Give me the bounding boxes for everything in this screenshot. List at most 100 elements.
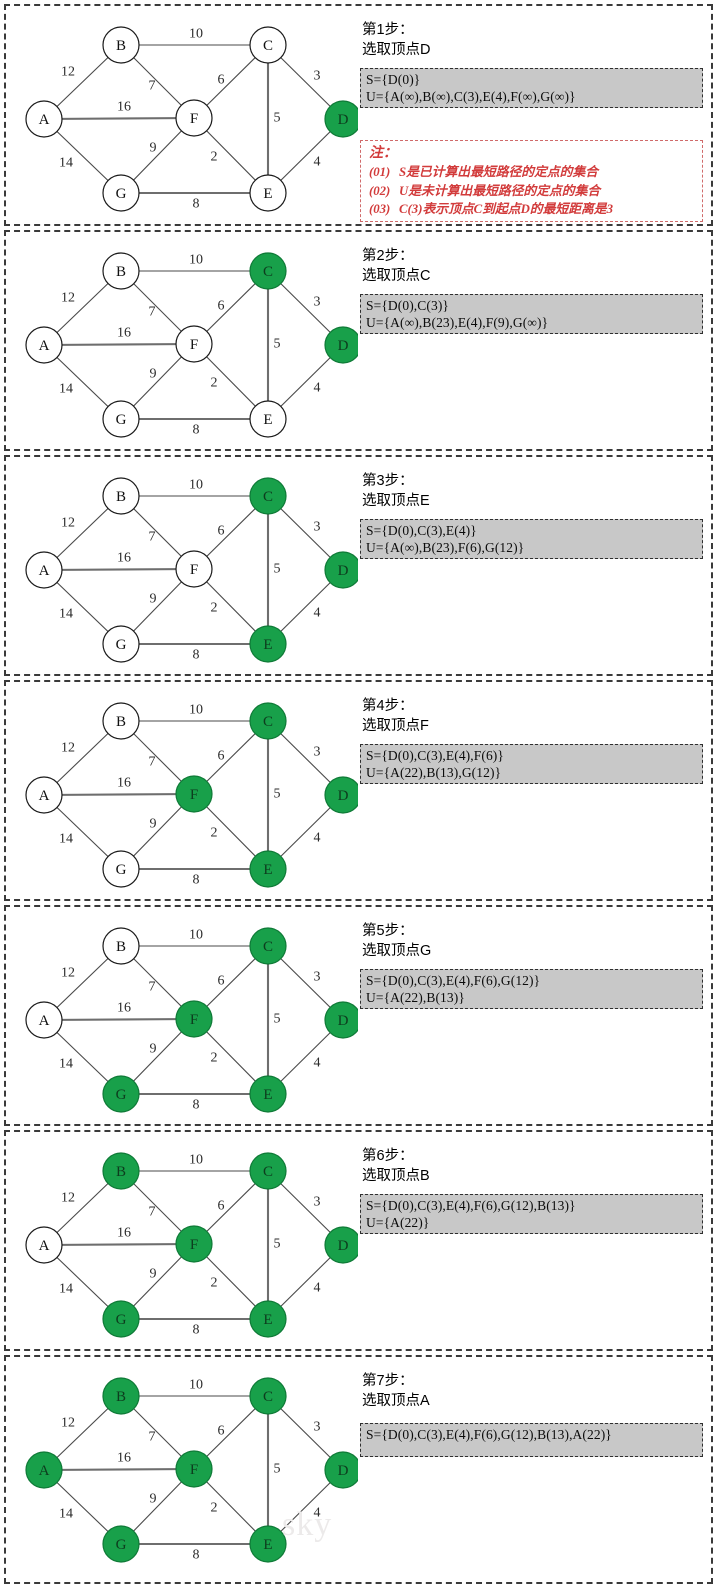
graph-node-c[interactable]: C <box>249 702 287 740</box>
node-circle-g[interactable] <box>102 1525 140 1563</box>
node-circle-e[interactable] <box>249 625 287 663</box>
graph-node-c[interactable]: C <box>249 26 287 64</box>
graph-node-c[interactable]: C <box>249 927 287 965</box>
graph-node-g[interactable]: G <box>102 174 140 212</box>
node-circle-f[interactable] <box>175 1450 213 1488</box>
node-circle-g[interactable] <box>102 1300 140 1338</box>
graph-node-e[interactable]: E <box>249 174 287 212</box>
graph-node-f[interactable]: F <box>175 550 213 588</box>
graph-node-f[interactable]: F <box>175 99 213 137</box>
graph-node-b[interactable]: B <box>102 477 140 515</box>
node-circle-a[interactable] <box>25 1226 63 1264</box>
graph-node-a[interactable]: A <box>25 326 63 364</box>
graph-node-f[interactable]: F <box>175 325 213 363</box>
node-circle-e[interactable] <box>249 850 287 888</box>
graph-node-e[interactable]: E <box>249 1075 287 1113</box>
node-circle-e[interactable] <box>249 1075 287 1113</box>
graph-node-c[interactable]: C <box>249 477 287 515</box>
node-circle-f[interactable] <box>175 775 213 813</box>
node-circle-b[interactable] <box>102 1377 140 1415</box>
node-circle-a[interactable] <box>25 1001 63 1039</box>
graph-node-g[interactable]: G <box>102 1300 140 1338</box>
node-circle-b[interactable] <box>102 26 140 64</box>
node-circle-b[interactable] <box>102 927 140 965</box>
graph-node-b[interactable]: B <box>102 1152 140 1190</box>
node-circle-f[interactable] <box>175 99 213 137</box>
node-circle-e[interactable] <box>249 174 287 212</box>
node-circle-g[interactable] <box>102 850 140 888</box>
node-circle-d[interactable] <box>324 1226 358 1264</box>
node-circle-d[interactable] <box>324 1451 358 1489</box>
graph-node-e[interactable]: E <box>249 1525 287 1563</box>
node-circle-d[interactable] <box>324 100 358 138</box>
graph-node-b[interactable]: B <box>102 252 140 290</box>
graph-node-a[interactable]: A <box>25 776 63 814</box>
node-circle-b[interactable] <box>102 252 140 290</box>
graph-node-f[interactable]: F <box>175 1225 213 1263</box>
node-circle-a[interactable] <box>25 100 63 138</box>
graph-node-g[interactable]: G <box>102 850 140 888</box>
graph-node-b[interactable]: B <box>102 26 140 64</box>
node-circle-a[interactable] <box>25 551 63 589</box>
graph-node-f[interactable]: F <box>175 775 213 813</box>
node-circle-c[interactable] <box>249 927 287 965</box>
node-circle-d[interactable] <box>324 776 358 814</box>
graph-node-a[interactable]: A <box>25 551 63 589</box>
graph-node-g[interactable]: G <box>102 1525 140 1563</box>
graph-node-d[interactable]: D <box>324 1001 358 1039</box>
graph-node-e[interactable]: E <box>249 625 287 663</box>
node-circle-f[interactable] <box>175 1225 213 1263</box>
graph-node-a[interactable]: A <box>25 1451 63 1489</box>
graph-node-b[interactable]: B <box>102 927 140 965</box>
graph-node-d[interactable]: D <box>324 1226 358 1264</box>
node-circle-e[interactable] <box>249 1300 287 1338</box>
node-circle-a[interactable] <box>25 326 63 364</box>
node-circle-e[interactable] <box>249 400 287 438</box>
node-circle-g[interactable] <box>102 1075 140 1113</box>
node-circle-g[interactable] <box>102 625 140 663</box>
graph-node-f[interactable]: F <box>175 1000 213 1038</box>
node-circle-f[interactable] <box>175 325 213 363</box>
graph-node-d[interactable]: D <box>324 551 358 589</box>
graph-node-d[interactable]: D <box>324 326 358 364</box>
graph-node-a[interactable]: A <box>25 1226 63 1264</box>
node-circle-d[interactable] <box>324 326 358 364</box>
node-circle-c[interactable] <box>249 477 287 515</box>
node-circle-c[interactable] <box>249 702 287 740</box>
graph-node-g[interactable]: G <box>102 1075 140 1113</box>
graph-node-b[interactable]: B <box>102 1377 140 1415</box>
node-circle-c[interactable] <box>249 1152 287 1190</box>
node-circle-f[interactable] <box>175 1000 213 1038</box>
graph-node-c[interactable]: C <box>249 1152 287 1190</box>
graph-node-e[interactable]: E <box>249 1300 287 1338</box>
node-circle-g[interactable] <box>102 400 140 438</box>
node-circle-a[interactable] <box>25 1451 63 1489</box>
graph-node-f[interactable]: F <box>175 1450 213 1488</box>
graph-node-e[interactable]: E <box>249 850 287 888</box>
graph-node-b[interactable]: B <box>102 702 140 740</box>
node-circle-c[interactable] <box>249 252 287 290</box>
graph-node-g[interactable]: G <box>102 625 140 663</box>
node-circle-a[interactable] <box>25 776 63 814</box>
graph-node-d[interactable]: D <box>324 100 358 138</box>
node-circle-b[interactable] <box>102 477 140 515</box>
node-circle-d[interactable] <box>324 551 358 589</box>
graph-node-a[interactable]: A <box>25 100 63 138</box>
node-circle-b[interactable] <box>102 1152 140 1190</box>
graph-node-c[interactable]: C <box>249 252 287 290</box>
graph-node-c[interactable]: C <box>249 1377 287 1415</box>
graph-node-e[interactable]: E <box>249 400 287 438</box>
node-circle-f[interactable] <box>175 550 213 588</box>
graph-node-a[interactable]: A <box>25 1001 63 1039</box>
node-circle-c[interactable] <box>249 1377 287 1415</box>
graph-node-g[interactable]: G <box>102 400 140 438</box>
node-circle-d[interactable] <box>324 1001 358 1039</box>
node-circle-c[interactable] <box>249 26 287 64</box>
